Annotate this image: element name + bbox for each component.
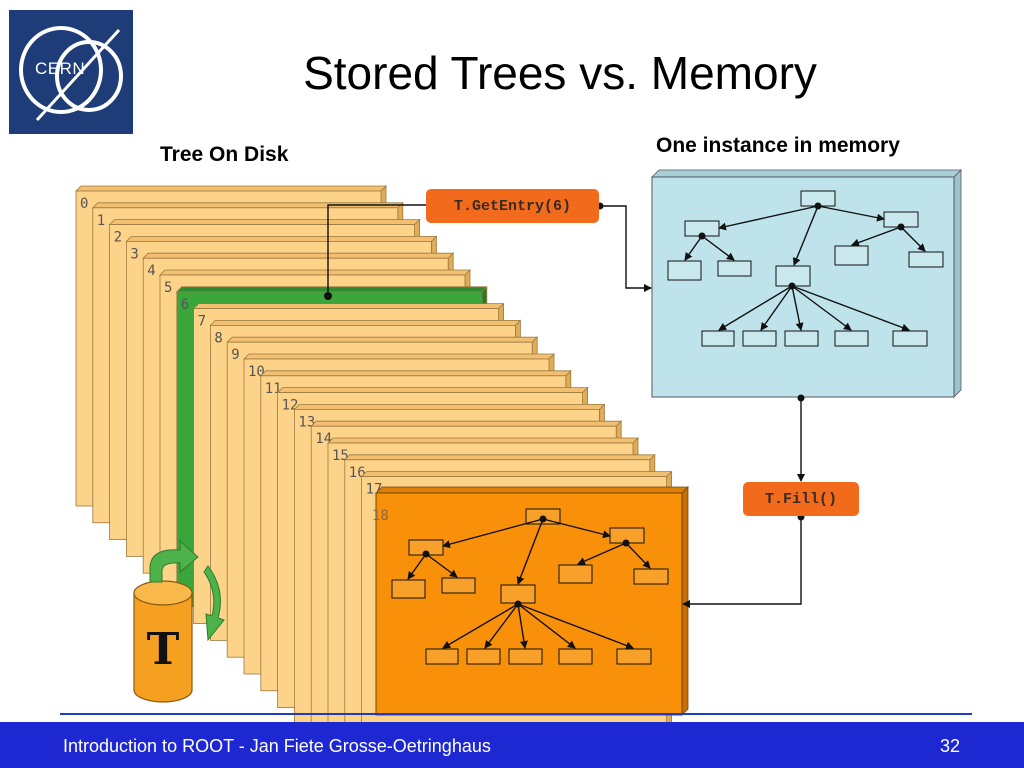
tree-node <box>500 584 536 604</box>
tree-node <box>742 330 777 347</box>
tree-node <box>441 577 476 594</box>
tree-node <box>633 568 669 585</box>
flow-arrow <box>327 204 426 296</box>
branch-point <box>698 232 706 240</box>
tree-node <box>558 564 593 584</box>
tree-edge <box>718 205 819 231</box>
tree-edge <box>442 603 519 649</box>
tree-edge <box>484 603 519 649</box>
tree-edge <box>791 285 910 332</box>
cern-logo: CERN <box>9 10 133 134</box>
flow-connectors <box>324 202 805 608</box>
tree-node <box>508 648 543 665</box>
tree-edge <box>425 553 458 578</box>
tree-node <box>892 330 928 347</box>
tree-file-cylinder: T <box>133 539 225 703</box>
page-number-label: 0 <box>80 196 88 212</box>
current-entry-page: 18 <box>372 486 689 716</box>
tree-edge <box>900 226 926 252</box>
tree-node <box>834 245 869 266</box>
tree-node <box>717 260 752 277</box>
tree-node <box>784 330 819 347</box>
tree-node <box>558 648 593 665</box>
tree-edge <box>517 603 634 650</box>
tree-edge <box>407 553 427 580</box>
page-number-label: 9 <box>231 347 239 363</box>
tree-edge <box>625 542 651 569</box>
page-number-label: 8 <box>214 330 222 346</box>
footer-bar <box>0 722 1024 768</box>
page-number-label: 7 <box>198 314 206 330</box>
branch-point <box>788 282 796 290</box>
flow-arrow <box>599 205 652 292</box>
branch-point <box>622 539 630 547</box>
tree-edge <box>516 518 544 585</box>
connector-dot <box>324 292 332 300</box>
tree-edge <box>817 205 885 222</box>
tree-node <box>834 330 869 347</box>
tree-edge <box>684 235 703 261</box>
cern-rings-icon <box>19 26 123 122</box>
branch-point <box>814 202 822 210</box>
tree-node <box>466 648 501 665</box>
tree-node <box>908 251 944 268</box>
page-number-label: 4 <box>147 263 155 279</box>
tree-edge <box>517 603 528 649</box>
branch-point <box>422 550 430 558</box>
rotate-arrow-icon <box>203 565 225 642</box>
tree-edge <box>718 285 793 331</box>
page-number-label: 3 <box>130 246 138 262</box>
footer-rule <box>60 713 972 715</box>
get-entry-button: T.GetEntry(6) <box>426 189 599 223</box>
branch-point <box>897 223 905 231</box>
tree-edge <box>760 285 793 331</box>
rotate-arrow-icon <box>149 539 199 583</box>
cern-logo-text: CERN <box>35 59 86 78</box>
flow-arrow <box>682 516 802 608</box>
memory-instance-box <box>651 169 962 398</box>
tree-edge <box>851 226 902 247</box>
tree-on-disk-label: Tree On Disk <box>160 143 289 166</box>
connector-dot <box>797 394 805 402</box>
tree-edge <box>792 205 819 266</box>
footer-text: Introduction to ROOT - Jan Fiete Grosse-… <box>63 736 491 756</box>
tree-edge <box>517 603 576 649</box>
tree-edge <box>542 518 611 539</box>
memory-instance-label: One instance in memory <box>656 134 900 157</box>
cylinder-letter: T <box>147 624 180 675</box>
page-number-label: 5 <box>164 280 172 296</box>
tree-node <box>391 579 426 599</box>
fill-button: T.Fill() <box>743 482 859 516</box>
branch-point <box>514 600 522 608</box>
tree-edge <box>701 235 735 261</box>
tree-node <box>667 260 702 281</box>
page-number-label: 18 <box>372 508 389 524</box>
page-number-label: 1 <box>97 213 105 229</box>
tree-edge <box>577 542 627 565</box>
tree-edge <box>791 285 804 331</box>
branch-point <box>539 515 547 523</box>
tree-edge <box>442 518 544 549</box>
tree-edge <box>791 285 852 331</box>
tree-node <box>425 648 459 665</box>
page-number-label: 6 <box>181 297 189 313</box>
page-number: 32 <box>940 736 961 756</box>
tree-node <box>701 330 735 347</box>
tree-node <box>616 648 652 665</box>
page-number-label: 2 <box>114 230 122 246</box>
slide-title: Stored Trees vs. Memory <box>303 47 817 99</box>
